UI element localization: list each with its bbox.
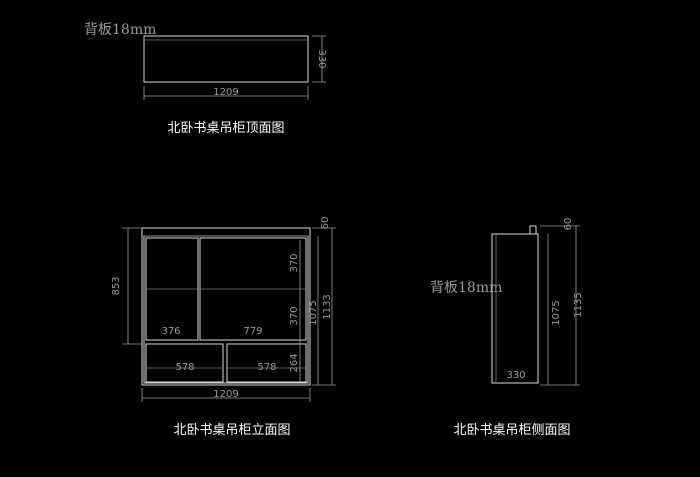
- front-view-caption: 北卧书桌吊柜立面图: [173, 423, 290, 438]
- right-drawer-label: 578: [257, 362, 276, 373]
- top-back-panel-note: 背板18mm: [84, 22, 156, 38]
- side-view: 背板18mm 330 1075 1135 60 北卧书桌吊柜侧面图: [430, 218, 584, 438]
- side-view-outline: [491, 233, 539, 384]
- left-drawer-label: 578: [175, 362, 194, 373]
- cabinet-outer-frame: [141, 227, 311, 386]
- side-view-caption: 北卧书桌吊柜侧面图: [453, 423, 570, 438]
- cabinet-inner-frame: [143, 235, 309, 384]
- top-depth-label: 330: [316, 49, 327, 68]
- side-back-panel-note: 背板18mm: [430, 280, 502, 296]
- top-width-label: 1209: [213, 87, 238, 98]
- side-top-cap: [529, 225, 537, 235]
- top-view-outline: [143, 35, 309, 83]
- left-compartment-label: 376: [161, 326, 180, 337]
- front-width-label: 1209: [213, 389, 238, 400]
- side-inner-height-label: 1075: [551, 300, 562, 325]
- front-view: 376 779 578 578 370 370 264 853 1075 113…: [111, 217, 336, 438]
- side-depth-label: 330: [506, 370, 525, 381]
- upper-row-label: 370: [289, 253, 300, 272]
- side-total-height-label: 1135: [573, 292, 584, 317]
- drawer-height-label: 264: [289, 353, 300, 372]
- total-height-label: 1133: [322, 294, 333, 319]
- right-drawer: [226, 343, 307, 383]
- top-view: 背板18mm 1209 330 北卧书桌吊柜顶面图: [84, 22, 327, 136]
- left-drawer: [145, 343, 224, 383]
- top-view-caption: 北卧书桌吊柜顶面图: [167, 121, 284, 136]
- left-height-label: 853: [111, 276, 122, 295]
- middle-row-label: 370: [289, 306, 300, 325]
- inner-height-label: 1075: [308, 300, 319, 325]
- top-offset-label: 60: [320, 217, 331, 230]
- right-compartment-label: 779: [243, 326, 262, 337]
- side-top-offset-label: 60: [563, 218, 574, 231]
